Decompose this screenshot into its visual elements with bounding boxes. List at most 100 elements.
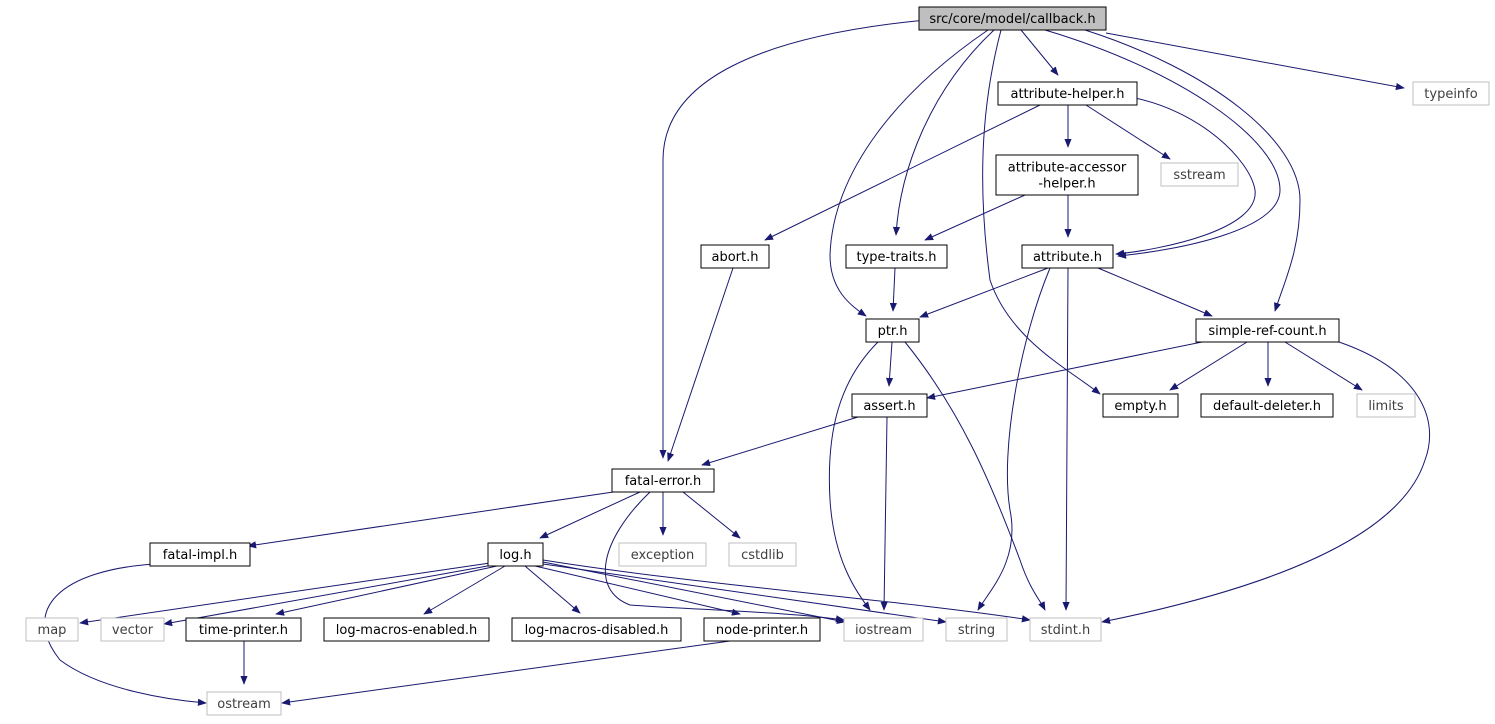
node-label-default-deleter: default-deleter.h [1213,399,1321,414]
node-box-fatal-error [611,468,715,493]
node-map: map [25,617,79,642]
node-attribute-helper[interactable]: attribute-helper.h [997,81,1138,106]
node-sstream: sstream [1160,162,1239,187]
node-log[interactable]: log.h [487,542,544,567]
node-label-ptr: ptr.h [878,324,908,339]
edge-callback-to-attribute-helper [1020,29,1059,76]
edge-log-to-vector [163,564,494,627]
node-box-assert [851,393,928,418]
edge-fatal-error-to-fatal-impl [247,490,621,549]
edge-attribute-to-stdint [1062,267,1070,611]
node-node-printer[interactable]: node-printer.h [703,617,821,642]
edge-attribute-to-string [977,267,1051,611]
edge-log-to-map [79,562,491,626]
node-label-map: map [38,623,67,638]
node-vector: vector [100,617,165,642]
node-string: string [945,617,1008,642]
node-limits: limits [1356,393,1416,418]
node-box-attribute [1021,244,1114,269]
edge-callback-to-ptr [829,29,989,317]
node-typeinfo: typeinfo [1412,81,1490,106]
node-label-attribute-accessor-helper: attribute-accessor-helper.h [1008,161,1127,192]
node-iostream: iostream [843,617,924,642]
node-box-string [945,617,1008,642]
node-box-sstream [1160,162,1239,187]
edge-attribute-to-ptr [919,267,1049,318]
node-fatal-impl[interactable]: fatal-impl.h [149,542,251,567]
edge-attribute-helper-to-abort [764,104,1041,241]
edge-fatal-error-to-cstdlib [682,491,741,539]
node-label-type-traits: type-traits.h [857,250,937,265]
node-exception: exception [618,542,707,567]
node-label-log-macros-enabled: log-macros-enabled.h [336,623,477,638]
graph-nodes: src/core/model/callback.h attribute-helpe… [25,6,1490,716]
edge-callback-to-simple-ref-count [1084,29,1301,312]
node-box-attribute-accessor-helper [995,154,1139,196]
edge-log-to-node-printer [534,565,741,616]
node-box-vector [100,617,165,642]
node-label-simple-ref-count: simple-ref-count.h [1208,324,1326,339]
node-label-assert: assert.h [863,399,915,414]
edge-node-printer-to-ostream [281,640,731,706]
edge-ptr-to-stdint [904,341,1046,611]
node-label-callback: src/core/model/callback.h [929,12,1095,27]
node-label-sstream: sstream [1173,168,1225,183]
node-box-typeinfo [1412,81,1490,106]
node-cstdlib: cstdlib [728,542,797,567]
node-empty[interactable]: empty.h [1102,393,1179,418]
node-log-macros-disabled[interactable]: log-macros-disabled.h [511,617,682,642]
edge-simple-ref-count-to-empty [1169,341,1248,391]
node-label-abort: abort.h [712,250,759,265]
edge-log-to-stdint [542,559,1031,623]
node-time-printer[interactable]: time-printer.h [185,617,302,642]
edge-fatal-impl-to-ostream [44,563,207,706]
node-label-attribute-helper: attribute-helper.h [1010,87,1124,102]
node-box-empty [1102,393,1179,418]
edge-log-to-iostream [542,561,846,624]
node-box-map [25,617,79,642]
node-abort[interactable]: abort.h [700,244,770,269]
node-box-fatal-impl [149,542,251,567]
edge-callback-to-fatal-error [659,19,927,459]
node-simple-ref-count[interactable]: simple-ref-count.h [1195,318,1340,343]
node-box-attribute-helper [997,81,1138,106]
edge-ptr-to-iostream [828,341,879,611]
node-label-cstdlib: cstdlib [741,548,784,563]
node-callback[interactable]: src/core/model/callback.h [918,6,1107,31]
node-box-type-traits [845,244,948,269]
edge-ptr-to-assert [885,341,894,387]
node-label-limits: limits [1368,399,1404,414]
node-fatal-error[interactable]: fatal-error.h [611,468,715,493]
node-log-macros-enabled[interactable]: log-macros-enabled.h [323,617,490,642]
edge-type-traits-to-ptr [889,267,897,312]
edge-callback-to-type-traits [892,29,995,236]
node-label-iostream: iostream [855,623,912,638]
node-box-cstdlib [728,542,797,567]
node-box-default-deleter [1200,393,1334,418]
node-ptr[interactable]: ptr.h [865,318,920,343]
node-attribute-accessor-helper[interactable]: attribute-accessor-helper.h [995,154,1139,196]
node-attribute[interactable]: attribute.h [1021,244,1114,269]
node-box-stdint [1029,617,1102,642]
node-label-string: string [958,623,995,638]
edge-fatal-error-to-log [539,491,641,539]
node-label-ostream: ostream [217,697,271,712]
edge-simple-ref-count-to-assert [926,341,1203,400]
node-box-log-macros-enabled [323,617,490,642]
node-box-node-printer [703,617,821,642]
node-box-ptr [865,318,920,343]
node-label-stdint: stdint.h [1041,623,1090,638]
edge-simple-ref-count-to-limits [1284,341,1363,391]
node-box-iostream [843,617,924,642]
node-ostream: ostream [206,691,282,716]
node-assert[interactable]: assert.h [851,393,928,418]
edge-callback-to-typeinfo [1105,32,1405,91]
node-default-deleter[interactable]: default-deleter.h [1200,393,1334,418]
node-label-log: log.h [499,548,531,563]
node-box-ostream [206,691,282,716]
node-box-callback [918,6,1107,31]
node-type-traits[interactable]: type-traits.h [845,244,948,269]
edge-abort-to-fatal-error [667,267,734,462]
node-box-log [487,542,544,567]
